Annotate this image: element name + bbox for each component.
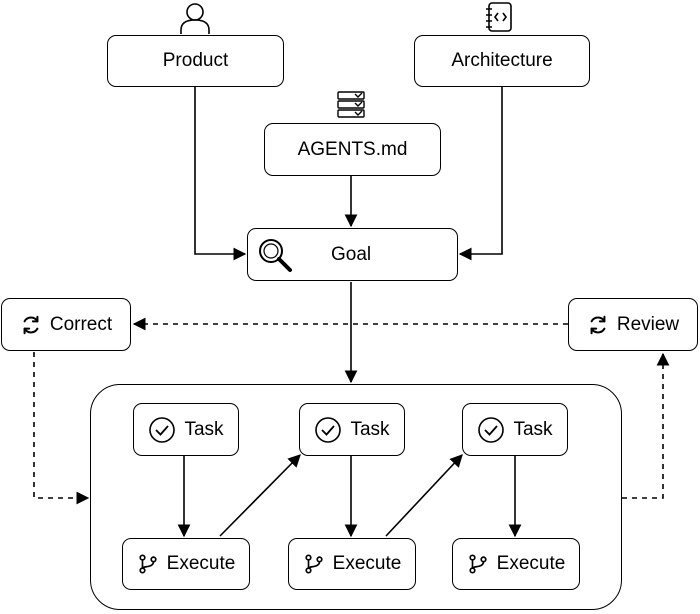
goal-label: Goal	[331, 243, 372, 265]
agents-md-node: AGENTS.md	[264, 123, 441, 176]
check-circle-icon	[315, 416, 342, 443]
edge-correct-container	[33, 352, 90, 505]
person-icon	[180, 3, 210, 34]
edge-architecture-goal	[458, 86, 503, 261]
refresh-icon	[590, 315, 606, 334]
architecture-node: Architecture	[414, 35, 590, 87]
execute-node-2: Execute	[288, 538, 416, 590]
git-branch-icon	[305, 554, 323, 574]
edge-container-review	[622, 352, 670, 499]
refresh-icon	[23, 315, 39, 334]
agents-md-label: AGENTS.md	[297, 138, 408, 160]
magnifier-icon	[259, 239, 292, 272]
architecture-label: Architecture	[451, 50, 553, 71]
review-label: Review	[616, 313, 680, 335]
execute-label: Execute	[332, 553, 402, 574]
check-circle-icon	[478, 416, 505, 443]
git-branch-icon	[469, 554, 487, 574]
task-node-3: Task	[462, 403, 568, 456]
correct-node: Correct	[1, 298, 131, 351]
task-label: Task	[350, 418, 390, 440]
correct-label: Correct	[49, 313, 113, 335]
product-node: Product	[107, 35, 284, 87]
goal-node: Goal	[247, 228, 458, 281]
check-circle-icon	[149, 416, 176, 443]
edge-product-goal	[194, 86, 247, 261]
execute-label: Execute	[496, 553, 566, 574]
task-node-1: Task	[133, 403, 239, 456]
task-label: Task	[513, 418, 553, 440]
code-notebook-icon	[486, 2, 512, 32]
edge-execute1-task2	[219, 454, 301, 537]
product-label: Product	[162, 50, 229, 71]
edge-execute2-task3	[385, 454, 463, 537]
task-node-2: Task	[299, 403, 405, 456]
execute-node-1: Execute	[122, 538, 250, 590]
task-execution-container	[90, 384, 622, 610]
task-label: Task	[184, 418, 224, 440]
git-branch-icon	[139, 554, 157, 574]
execute-label: Execute	[166, 553, 236, 574]
server-stack-icon	[337, 91, 365, 118]
review-node: Review	[568, 298, 698, 351]
execute-node-3: Execute	[452, 538, 580, 590]
